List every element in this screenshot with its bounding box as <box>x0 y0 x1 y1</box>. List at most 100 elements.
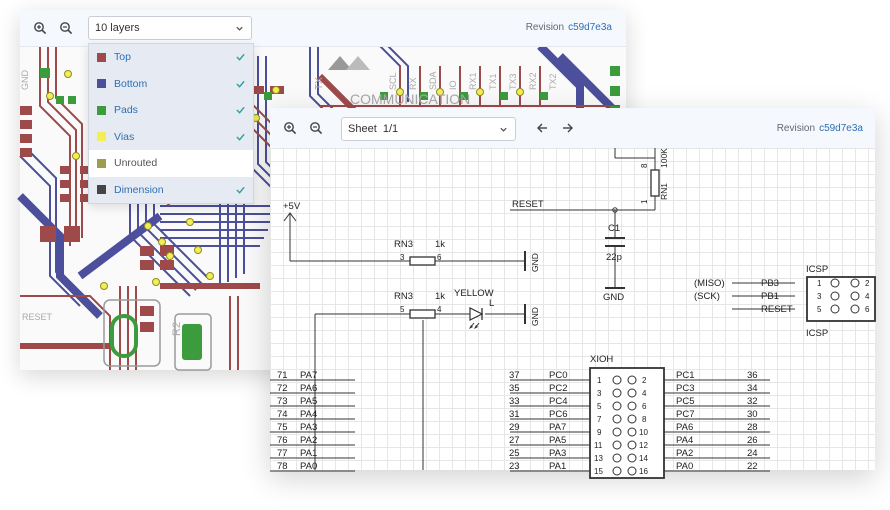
rn3-label: RN3 <box>394 239 413 250</box>
xioh-right-number: 22 <box>747 461 758 472</box>
layer-item-pads[interactable]: Pads <box>89 97 253 124</box>
xioh-left-pin: 13 <box>594 454 603 463</box>
board-reset-label: RESET <box>22 312 53 322</box>
xioh-right-pin: 14 <box>639 454 648 463</box>
arrow-right-icon[interactable] <box>558 118 578 138</box>
xioh-label: XIOH <box>590 354 613 365</box>
revision-hash: c59d7e3a <box>819 123 863 134</box>
icsp-pin: 4 <box>865 292 870 301</box>
layer-item-vias[interactable]: Vias <box>89 124 253 151</box>
c1-label: C1 <box>608 223 620 234</box>
layer-name: Vias <box>114 130 135 143</box>
xioh-left-net: PC6 <box>549 409 567 420</box>
zoom-in-icon[interactable] <box>280 118 300 138</box>
icsp-pin: 1 <box>817 279 822 288</box>
xioh-right-pin: 4 <box>642 389 647 398</box>
led-color-label: YELLOW <box>454 288 494 299</box>
board-ic-label: RX1 <box>468 72 478 90</box>
xioh-right-pin: 10 <box>639 428 648 437</box>
sheet-select[interactable]: Sheet 1/1 <box>341 117 516 141</box>
xioh-left-number: 37 <box>509 370 520 381</box>
bus-pin-number: 77 <box>277 448 288 459</box>
xioh-left-net: PA1 <box>549 461 566 472</box>
bus-net-label: PA7 <box>300 370 317 381</box>
miso-label: (MISO) <box>694 278 725 289</box>
layer-item-dimension[interactable]: Dimension <box>89 177 253 204</box>
layer-item-top[interactable]: Top <box>89 44 253 71</box>
sheet-select-value: Sheet 1/1 <box>348 123 399 135</box>
rn3-pin: 3 <box>400 253 405 262</box>
xioh-left-pin: 15 <box>594 467 603 476</box>
xioh-left-net: PC0 <box>549 370 567 381</box>
board-r2-label: R2 <box>171 322 183 336</box>
layer-color-swatch <box>97 79 106 89</box>
bus-pin-number: 71 <box>277 370 288 381</box>
rn3-label: RN3 <box>394 291 413 302</box>
layer-color-swatch <box>97 52 106 62</box>
revision-label: Revision <box>776 123 816 134</box>
xioh-left-number: 35 <box>509 383 520 394</box>
chevron-down-icon <box>236 26 243 31</box>
layer-color-swatch <box>97 185 106 195</box>
xioh-left-net: PA7 <box>549 422 566 433</box>
xioh-right-pin: 12 <box>639 441 648 450</box>
board-ic-label: TX3 <box>508 73 518 90</box>
zoom-out-icon[interactable] <box>306 118 326 138</box>
layer-select[interactable]: 10 layers <box>88 16 252 40</box>
board-communication-label: COMMUNICATION <box>350 91 470 107</box>
pb1-label: PB1 <box>761 291 779 302</box>
board-ic-label: RX <box>408 77 418 90</box>
xioh-right-net: PC5 <box>676 396 694 407</box>
bus-pin-number: 73 <box>277 396 288 407</box>
layer-item-unrouted[interactable]: Unrouted <box>89 150 253 177</box>
xioh-right-net: PC7 <box>676 409 694 420</box>
bus-net-label: PA5 <box>300 396 317 407</box>
xioh-left-pin: 3 <box>597 389 602 398</box>
board-ic-label: TX2 <box>548 73 558 90</box>
checkmark-icon <box>236 186 245 194</box>
xioh-left-pin: 5 <box>597 402 602 411</box>
arrow-left-icon[interactable] <box>532 118 552 138</box>
bus-pin-number: 75 <box>277 422 288 433</box>
bus-pin-number: 72 <box>277 383 288 394</box>
chevron-down-icon <box>500 127 507 132</box>
xioh-left-net: PA3 <box>549 448 566 459</box>
reset-pin-label: RESET <box>761 304 793 315</box>
xioh-left-pin: 1 <box>597 376 602 385</box>
bus-pin-number: 76 <box>277 435 288 446</box>
rn3-pin: 5 <box>400 305 405 314</box>
led-symbol <box>469 307 484 329</box>
schematic-canvas[interactable]: +5V RESET RN1 100K 8 1 C1 22p GND GND GN… <box>270 148 876 479</box>
xioh-right-pin: 6 <box>642 402 647 411</box>
xioh-left-net: PC2 <box>549 383 567 394</box>
xioh-right-net: PA2 <box>676 448 693 459</box>
pb3-label: PB3 <box>761 278 779 289</box>
layer-name: Top <box>114 51 131 64</box>
checkmark-icon <box>236 53 245 61</box>
checkmark-icon <box>236 106 245 114</box>
zoom-in-icon[interactable] <box>30 18 50 38</box>
gnd-label: GND <box>530 307 540 326</box>
icsp-pin: 2 <box>865 279 870 288</box>
xioh-right-number: 32 <box>747 396 758 407</box>
layer-name: Bottom <box>114 77 148 90</box>
bus-net-label: PA2 <box>300 435 317 446</box>
checkmark-icon <box>236 80 245 88</box>
zoom-out-icon[interactable] <box>56 18 76 38</box>
layer-item-bottom[interactable]: Bottom <box>89 71 253 98</box>
rn3-value: 1k <box>435 239 445 250</box>
xioh-right-net: PA0 <box>676 461 693 472</box>
xioh-left-number: 29 <box>509 422 520 433</box>
board-ic-label: SDA <box>428 71 438 90</box>
icsp-pin: 5 <box>817 305 822 314</box>
rn3-pin: 4 <box>437 305 442 314</box>
xioh-right-net: PA4 <box>676 435 693 446</box>
layer-name: Pads <box>114 104 138 117</box>
layer-dropdown-menu: Top Bottom Pads Vias Unrouted Dimension <box>88 43 254 204</box>
xioh-left-pin: 9 <box>597 428 602 437</box>
bus-pin-number: 74 <box>277 409 288 420</box>
reset-net-label: RESET <box>512 199 544 210</box>
